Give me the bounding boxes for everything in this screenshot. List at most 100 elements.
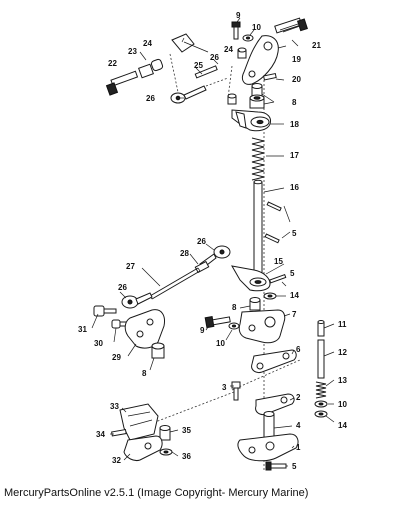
bolt-21 bbox=[274, 17, 308, 34]
callout-18: 18 bbox=[290, 120, 299, 129]
callout-10-right: 10 bbox=[338, 400, 347, 409]
bracket-32 bbox=[123, 435, 163, 461]
bushing-8-left bbox=[151, 342, 165, 359]
callout-36: 36 bbox=[182, 452, 191, 461]
screw-5-base bbox=[265, 461, 287, 471]
callout-30: 30 bbox=[94, 339, 103, 348]
callout-3: 3 bbox=[222, 383, 227, 392]
screw-3 bbox=[231, 381, 241, 401]
callout-14-right: 14 bbox=[338, 421, 347, 430]
washer-10 bbox=[242, 34, 254, 42]
washer-14-upper bbox=[263, 292, 277, 300]
screw-34 bbox=[111, 429, 127, 437]
exploded-parts-diagram: 9 10 21 24 24 23 22 26 19 25 20 26 8 18 … bbox=[78, 11, 347, 471]
spring-17 bbox=[251, 137, 265, 181]
rod-11 bbox=[317, 320, 325, 337]
rod-28 bbox=[194, 260, 210, 274]
washer-10-right bbox=[314, 400, 328, 408]
leader-lines bbox=[91, 17, 335, 467]
callout-24-right: 24 bbox=[224, 45, 233, 54]
callout-4: 4 bbox=[296, 421, 301, 430]
pin-25 bbox=[194, 65, 218, 79]
callout-8-middle: 8 bbox=[232, 303, 237, 312]
shaft-16 bbox=[253, 179, 263, 279]
callout-32: 32 bbox=[112, 456, 121, 465]
callout-26-upper: 26 bbox=[146, 94, 155, 103]
bushing-24-upper bbox=[237, 47, 247, 59]
callout-34: 34 bbox=[96, 430, 105, 439]
callout-26-top: 26 bbox=[210, 53, 219, 62]
plate-29 bbox=[124, 309, 165, 349]
upper-link-guide bbox=[169, 53, 233, 99]
callout-27: 27 bbox=[126, 262, 135, 271]
cable-guide-line bbox=[149, 359, 301, 425]
callout-8-top: 8 bbox=[292, 98, 297, 107]
callout-5-shaft: 5 bbox=[292, 229, 297, 238]
callout-11: 11 bbox=[338, 320, 347, 329]
bushing-35 bbox=[159, 425, 171, 441]
callout-26-middle: 26 bbox=[197, 237, 206, 246]
callout-13: 13 bbox=[338, 376, 347, 385]
shaft-4 bbox=[263, 411, 275, 439]
screw-31 bbox=[93, 305, 117, 317]
callout-6: 6 bbox=[296, 345, 301, 354]
clip-24 bbox=[171, 33, 209, 53]
callout-20: 20 bbox=[292, 75, 301, 84]
callout-10-top: 10 bbox=[252, 23, 261, 32]
copyright-caption: MercuryPartsOnline v2.5.1 (Image Copyrig… bbox=[4, 487, 309, 499]
callout-28: 28 bbox=[180, 249, 189, 258]
callout-31: 31 bbox=[78, 325, 87, 334]
callout-1: 1 bbox=[296, 443, 301, 452]
washer-10-middle bbox=[228, 322, 240, 330]
callout-26-left: 26 bbox=[118, 283, 127, 292]
callout-10-middle: 10 bbox=[216, 339, 225, 348]
rod-end-26-upper bbox=[170, 85, 207, 104]
callout-35: 35 bbox=[182, 426, 191, 435]
callout-14-upper: 14 bbox=[290, 291, 299, 300]
callout-23: 23 bbox=[128, 47, 137, 56]
callout-17: 17 bbox=[290, 151, 299, 160]
callout-8-left: 8 bbox=[142, 369, 147, 378]
callout-21: 21 bbox=[312, 41, 321, 50]
callout-29: 29 bbox=[112, 353, 121, 362]
screw-20 bbox=[262, 72, 277, 81]
callout-15: 15 bbox=[274, 257, 283, 266]
rod-end-26-left bbox=[121, 292, 153, 309]
callout-25: 25 bbox=[194, 61, 203, 70]
bushing-8-upper bbox=[249, 83, 265, 109]
bell-crank-15 bbox=[231, 265, 271, 292]
pins-5-shaft bbox=[264, 201, 291, 244]
callout-12: 12 bbox=[338, 348, 347, 357]
callout-19: 19 bbox=[292, 55, 301, 64]
shaft-12 bbox=[317, 339, 325, 379]
bolt-22 bbox=[105, 70, 139, 96]
washer-36 bbox=[159, 448, 173, 456]
callout-7: 7 bbox=[292, 310, 297, 319]
callout-16: 16 bbox=[290, 183, 299, 192]
callout-2: 2 bbox=[296, 393, 301, 402]
washer-14-right bbox=[314, 410, 328, 418]
shift-arm-18 bbox=[231, 109, 271, 132]
bushing-8-middle bbox=[249, 297, 261, 311]
callout-33: 33 bbox=[110, 402, 119, 411]
bolt-9-middle bbox=[204, 315, 231, 329]
bracket-33 bbox=[119, 403, 159, 441]
pivot-cap-upper bbox=[227, 93, 237, 105]
callout-9-middle: 9 bbox=[200, 326, 205, 335]
lever-19 bbox=[241, 35, 279, 85]
screw-9 bbox=[231, 21, 241, 40]
base-1 bbox=[237, 433, 299, 462]
nut-23 bbox=[138, 58, 164, 79]
link-6 bbox=[251, 349, 297, 373]
callout-24-left: 24 bbox=[143, 39, 152, 48]
callout-5-crank: 5 bbox=[290, 269, 295, 278]
pin-5-crank bbox=[269, 273, 287, 284]
callout-9-top: 9 bbox=[236, 11, 241, 20]
link-rod-27 bbox=[149, 267, 201, 300]
lever-2 bbox=[255, 393, 295, 415]
callout-5-base: 5 bbox=[292, 462, 297, 471]
callout-22: 22 bbox=[108, 59, 117, 68]
spring-13 bbox=[315, 381, 327, 399]
bracket-7 bbox=[238, 309, 286, 344]
